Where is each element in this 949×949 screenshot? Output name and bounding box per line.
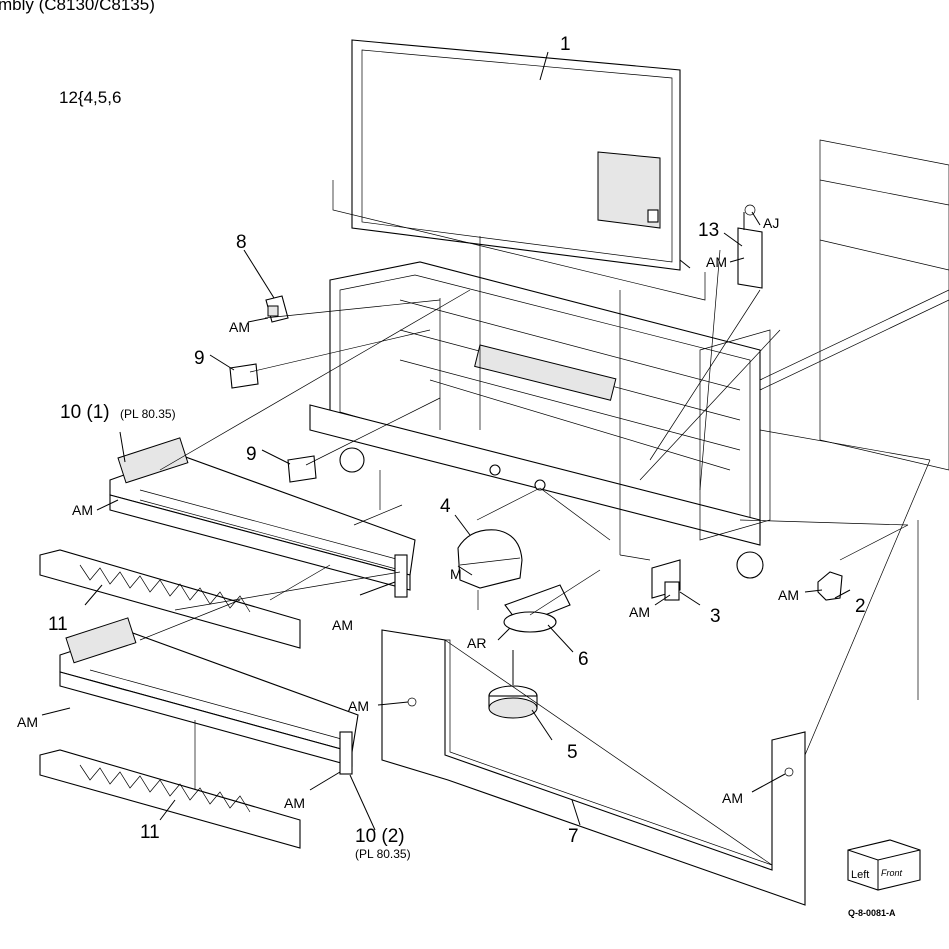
code-am-2: AM [778,587,799,603]
part-9-lower [287,455,317,483]
part-6-holder [503,584,571,633]
part-10-2-rail-assembly [59,617,359,775]
part-1-outline-frame [332,180,706,301]
callout-3: 3 [710,606,721,627]
figure-id: Q-8-0081-A [848,908,896,918]
callout-2: 2 [855,596,866,617]
callout-8: 8 [236,232,247,253]
am-leader-7-right [751,773,786,793]
callout-7: 7 [568,826,579,847]
am-leader-7-left [377,701,409,706]
am-leader-3 [654,594,671,606]
part-9-upper [229,363,259,389]
part-4-knob-cap [457,529,523,589]
variant-note: 12{4,5,6 [59,88,121,107]
code-am-8: AM [229,319,250,335]
am-leader-2 [804,589,823,593]
callout-11-upper: 11 [48,614,68,635]
am-leader-8 [247,317,269,323]
code-aj: AJ [763,215,779,231]
callout-4: 4 [440,496,451,517]
figure-title-fragment: mbly (C8130/C8135) [0,0,155,14]
am-leader-10b-right [309,771,341,791]
part-10-1-rail-assembly [109,437,416,598]
code-am-10a-right: AM [332,617,353,633]
part-13-bracket [737,204,763,289]
part-3-bracket [651,559,681,601]
orientation-cube-icon: Left Front [847,839,921,891]
callout-13: 13 [698,220,719,241]
code-am-13: AM [706,254,727,270]
code-am-7-right: AM [722,790,743,806]
assembly-lines [139,236,931,790]
am-leader-10b-left [41,707,71,716]
part-11-lower-cover [39,749,301,849]
code-am-10a-left: AM [72,502,93,518]
callout-6: 6 [578,649,589,670]
callout-10-2-ref: (PL 80.35) [355,847,411,861]
part-2-block [817,571,843,601]
part-5-knob [488,650,538,719]
code-am-7-left: AM [348,698,369,714]
callout-9-lower: 9 [246,444,257,465]
part-8-bracket [265,295,289,323]
callout-5: 5 [567,742,578,763]
am-leader-13 [729,257,745,263]
callout-10-1-ref: (PL 80.35) [120,407,176,421]
main-frame-assembly [309,261,764,579]
code-am-10b-right: AM [284,795,305,811]
callout-1: 1 [560,34,571,55]
callout-9-upper: 9 [194,348,205,369]
right-frame-background [699,139,949,541]
leader-lines [84,51,851,831]
code-am-10b-left: AM [17,714,38,730]
cube-left-label: Left [851,869,869,881]
code-m: M [450,566,462,582]
callout-10-1: 10 (1) [60,402,110,423]
part-1-rear-cover [351,39,691,271]
callout-11-lower: 11 [140,822,160,843]
part-7-bottom-plate [381,629,806,906]
code-ar: AR [467,635,486,651]
code-am-3: AM [629,604,650,620]
am-leader-10a-left [96,499,119,511]
cube-front-label: Front [881,868,903,878]
callout-10-2: 10 (2) [355,826,405,847]
am-leader-10a-right [359,581,396,596]
part-11-upper-cover [39,549,301,649]
